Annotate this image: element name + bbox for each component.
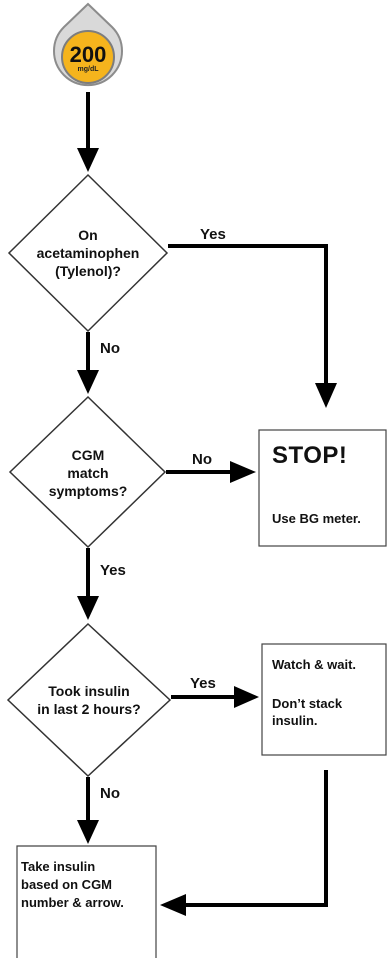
wait-line-2: Don’t stack [272, 696, 343, 711]
decision-2-text: CGM match symptoms? [18, 446, 158, 500]
arrow-d1-yes [168, 244, 337, 408]
decision-3-line-2: in last 2 hours? [37, 701, 141, 717]
decision-1-line-3: (Tylenol)? [55, 263, 121, 279]
wait-line-3: insulin. [272, 713, 318, 728]
decision-3-line-1: Took insulin [48, 683, 130, 699]
arrow-wait-to-take [160, 770, 328, 916]
glucose-unit: mg/dL [77, 66, 99, 73]
arrow-d2-yes [77, 548, 99, 620]
edge-label-d2-no: No [192, 451, 212, 468]
decision-diamond-1 [7, 173, 169, 333]
arrow-badge-to-d1 [77, 92, 99, 172]
take-line-2: based on CGM [21, 877, 113, 892]
decision-diamond-3 [6, 622, 172, 778]
decision-diamond-2 [8, 395, 167, 549]
arrow-d3-yes [171, 686, 259, 708]
decision-3-text: Took insulin in last 2 hours? [14, 682, 164, 718]
decision-1-line-1: On [78, 227, 98, 243]
decision-2-line-1: CGM [71, 447, 105, 463]
decision-1-text: On acetaminophen (Tylenol)? [13, 226, 163, 280]
decision-2-line-3: symptoms? [48, 483, 128, 499]
stop-title: STOP! [272, 442, 348, 469]
stop-body: Use BG meter. [272, 511, 361, 526]
decision-2-line-2: match [67, 465, 109, 481]
badge-circle [61, 30, 115, 84]
edge-label-d2-yes: Yes [100, 562, 126, 579]
glucose-badge [53, 2, 123, 86]
take-line-1: Take insulin [21, 859, 96, 874]
wait-box [261, 643, 387, 756]
edge-label-d3-yes: Yes [190, 675, 216, 692]
edge-label-d1-no: No [100, 340, 120, 357]
arrow-d3-no [77, 777, 99, 844]
glucose-value: 200 [69, 42, 107, 67]
take-insulin-box [16, 845, 157, 958]
decision-1-line-2: acetaminophen [36, 245, 140, 261]
take-line-3: number & arrow. [21, 895, 124, 910]
arrow-d2-no [166, 461, 256, 483]
edge-label-d1-yes: Yes [200, 226, 226, 243]
stop-box [258, 429, 387, 547]
edge-label-d3-no: No [100, 785, 120, 802]
arrow-d1-no [77, 332, 99, 394]
wait-line-1: Watch & wait. [272, 657, 357, 672]
